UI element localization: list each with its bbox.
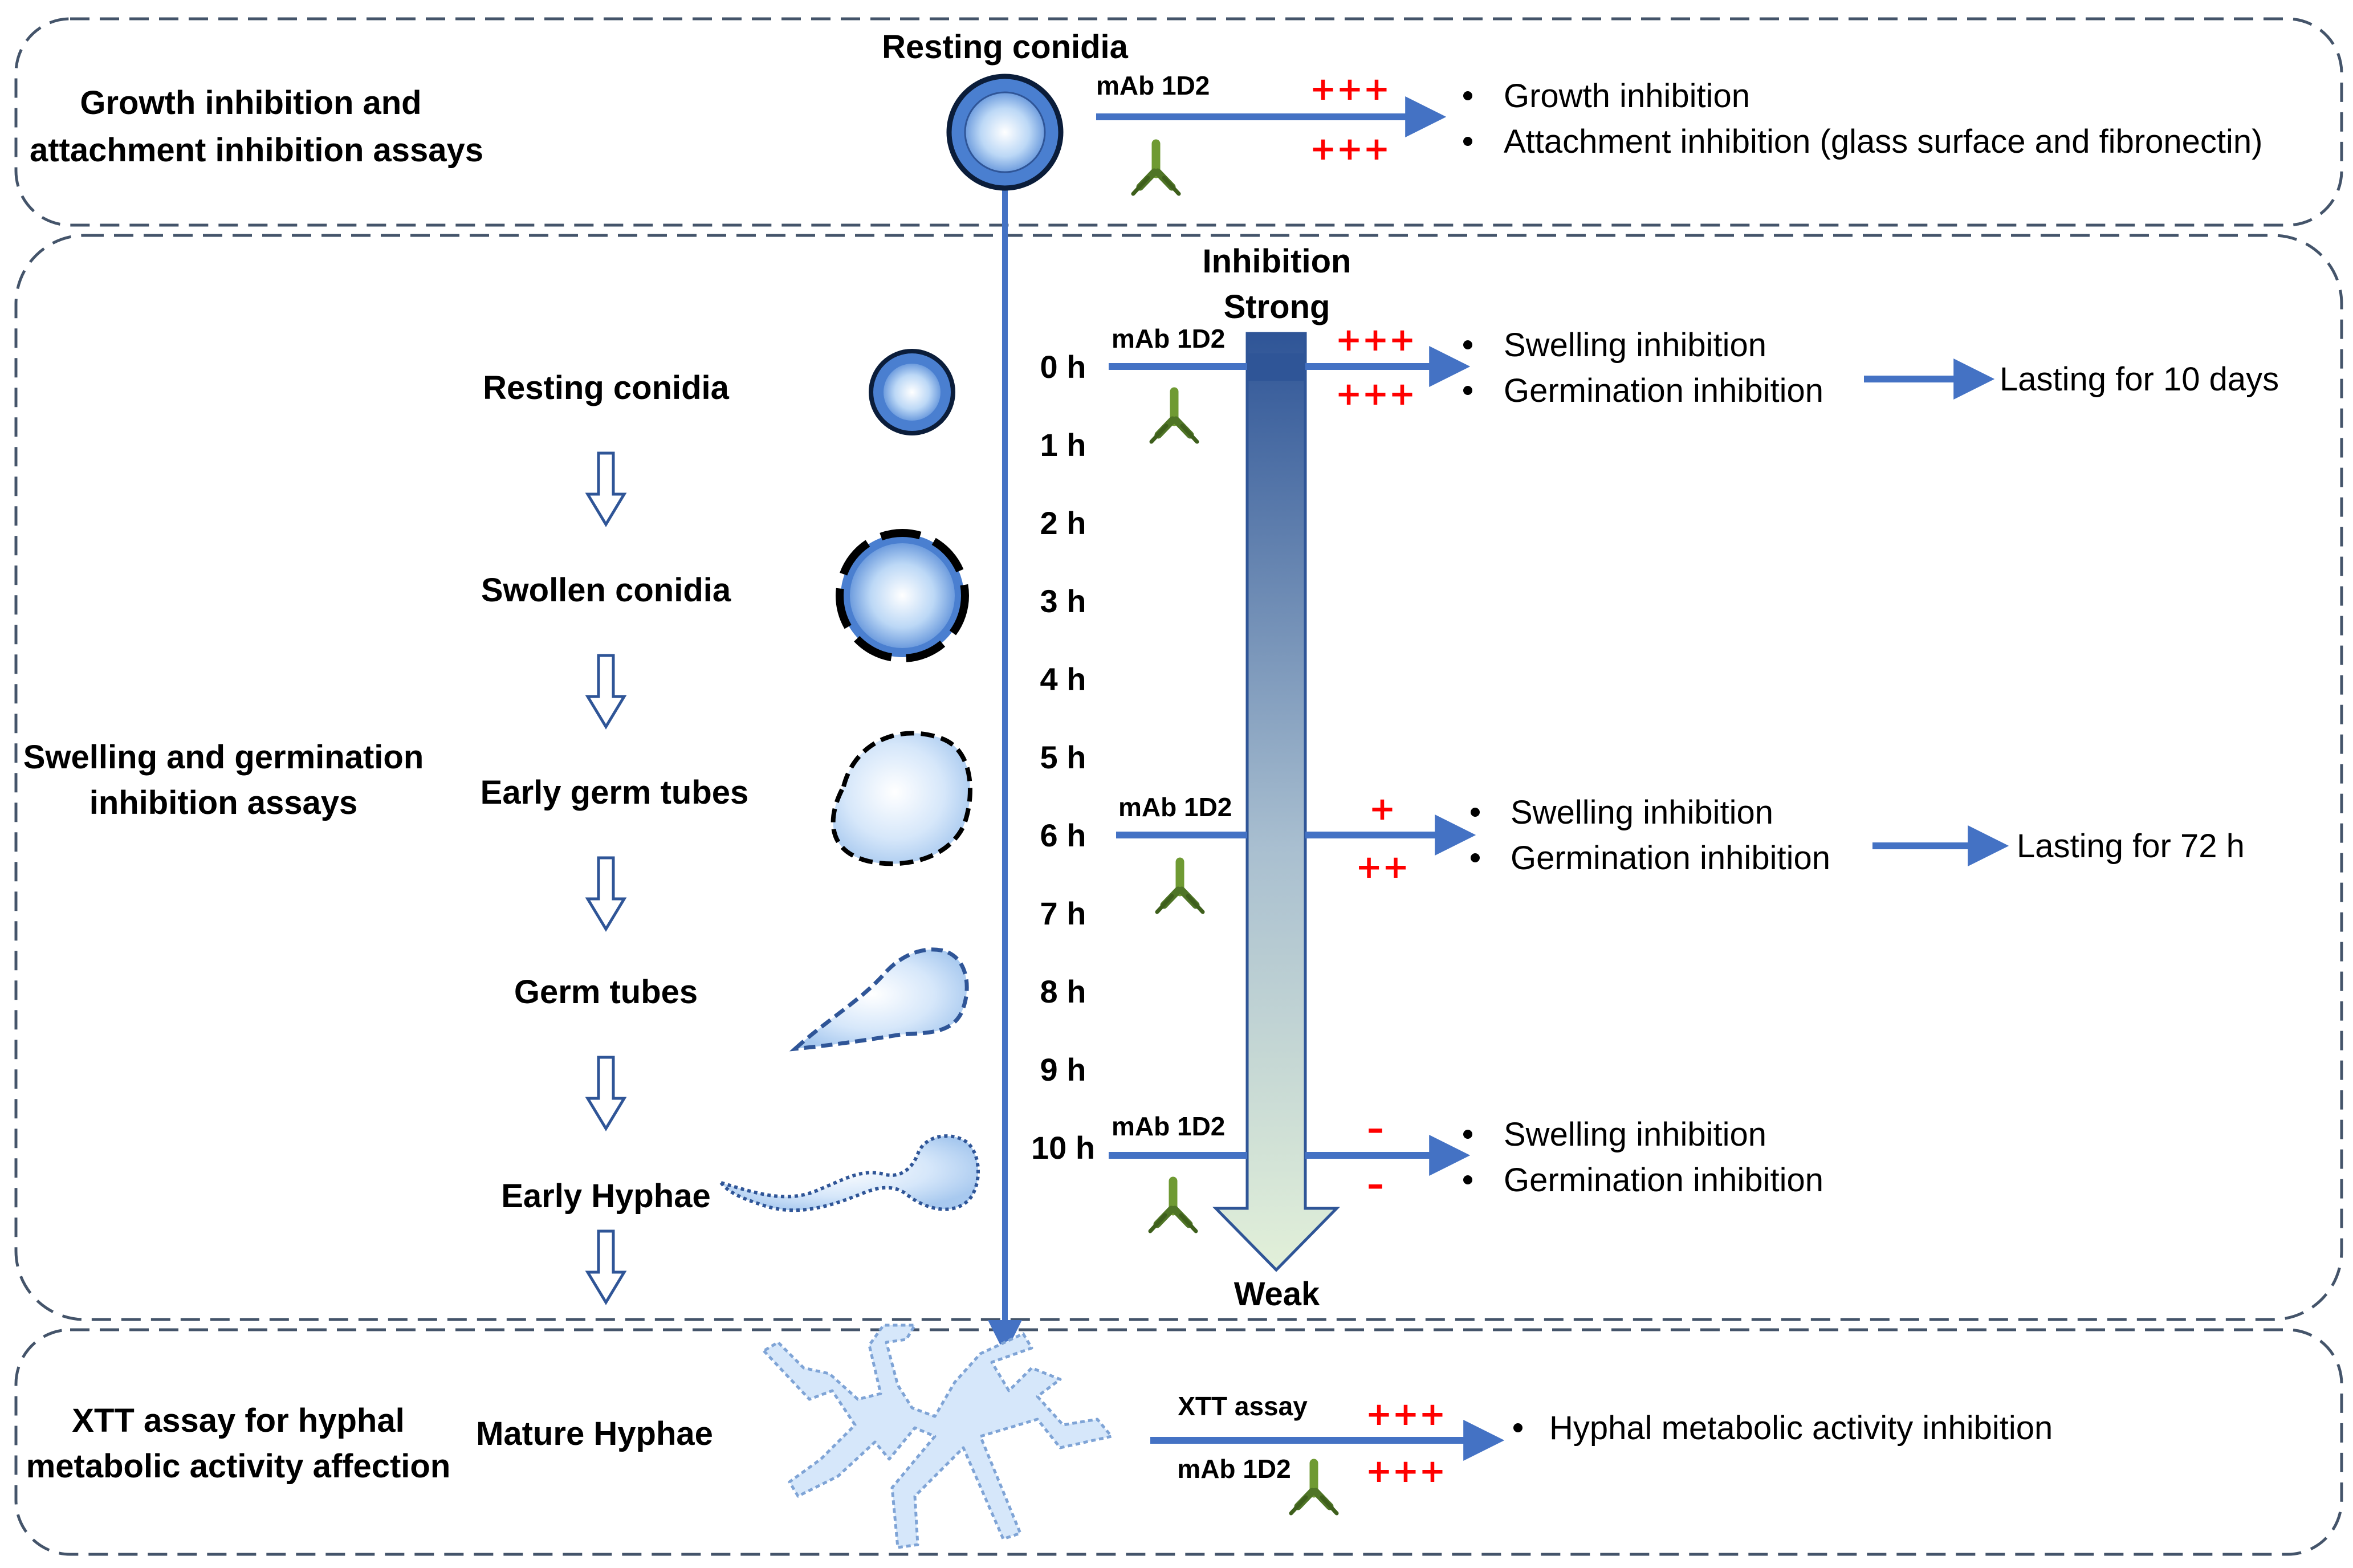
- stage-early-germ-tubes: Early germ tubes: [481, 774, 749, 811]
- bottom-strength-lower: +++: [1366, 1453, 1446, 1490]
- mab-label-10h: mAb 1D2: [1112, 1111, 1225, 1141]
- progression-arrow-2: [588, 655, 624, 727]
- top-strength-lower: +++: [1310, 131, 1390, 168]
- top-result-bullet-2: [1463, 137, 1472, 146]
- middle-panel: [14, 234, 2343, 1321]
- xtt-assay-label: XTT assay: [1178, 1391, 1308, 1421]
- progression-arrow-3: [588, 858, 624, 929]
- mab-label-0h: mAb 1D2: [1112, 324, 1225, 353]
- result-6h-swelling: Swelling inhibition: [1511, 794, 1773, 831]
- top-result-2: Attachment inhibition (glass surface and…: [1504, 123, 2262, 160]
- early-hyphae-icon: [717, 1134, 980, 1212]
- inhibition-gradient-arrow: [1212, 332, 1340, 1272]
- stage-resting-conidia: Resting conidia: [483, 369, 730, 406]
- stage-swollen-conidia: Swollen conidia: [481, 572, 731, 609]
- bottom-panel-label-line2: metabolic activity affection: [26, 1448, 451, 1485]
- time-10h: 10 h: [1031, 1130, 1095, 1166]
- top-result-1: Growth inhibition: [1504, 78, 1750, 115]
- bottom-panel: [14, 1328, 2343, 1556]
- duration-0h: Lasting for 10 days: [2000, 361, 2279, 398]
- resting-conidium-icon: [869, 349, 955, 435]
- strength-lower-0h: +++: [1336, 376, 1416, 413]
- progression-arrow-1: [588, 453, 624, 524]
- strength-upper-0h: +++: [1336, 321, 1416, 359]
- bottom-result-bullet: [1513, 1423, 1522, 1432]
- gradient-strong-label: Strong: [1224, 288, 1330, 325]
- middle-panel-label-line1: Swelling and germination: [23, 739, 424, 776]
- time-1h: 1 h: [1040, 427, 1086, 463]
- stage-early-hyphae: Early Hyphae: [501, 1178, 711, 1215]
- strength-lower-6h: ++: [1355, 849, 1409, 886]
- time-3h: 3 h: [1040, 583, 1086, 619]
- result-0h-germination: Germination inhibition: [1504, 372, 1823, 409]
- mature-hyphae-icon: [762, 1323, 1113, 1549]
- bottom-panel-label-line1: XTT assay for hyphal: [72, 1402, 404, 1439]
- gradient-overlap-0h: [1247, 353, 1305, 381]
- result-bullet-0h-2: [1463, 386, 1472, 395]
- duration-6h: Lasting for 72 h: [2017, 828, 2245, 865]
- bottom-strength-upper: +++: [1366, 1396, 1446, 1433]
- middle-panel-label-line2: inhibition assays: [89, 784, 358, 821]
- antibody-icon-10h: [1150, 1181, 1196, 1231]
- strength-upper-6h: +: [1369, 791, 1396, 828]
- result-bullet-0h-1: [1463, 340, 1472, 349]
- time-2h: 2 h: [1040, 505, 1086, 541]
- time-6h: 6 h: [1040, 817, 1086, 853]
- swollen-conidium-icon: [836, 529, 969, 662]
- top-resting-conidium-icon: [946, 74, 1064, 191]
- mab-label-6h: mAb 1D2: [1118, 792, 1232, 822]
- time-8h: 8 h: [1040, 974, 1086, 1009]
- gradient-title: Inhibition: [1203, 243, 1351, 280]
- time-5h: 5 h: [1040, 739, 1086, 775]
- top-result-bullet-1: [1463, 91, 1472, 100]
- time-9h: 9 h: [1040, 1052, 1086, 1088]
- top-stage-title: Resting conidia: [882, 28, 1129, 66]
- top-mab-label: mAb 1D2: [1096, 71, 1210, 100]
- strength-lower-10h: –: [1367, 1164, 1384, 1204]
- time-7h: 7 h: [1040, 895, 1086, 931]
- stage-germ-tubes: Germ tubes: [514, 974, 698, 1011]
- early-germ-tube-icon: [831, 731, 972, 866]
- result-bullet-6h-1: [1471, 808, 1480, 817]
- result-bullet-10h-1: [1463, 1130, 1472, 1139]
- gradient-weak-label: Weak: [1234, 1276, 1320, 1313]
- result-10h-germination: Germination inhibition: [1504, 1162, 1823, 1199]
- top-antibody-icon: [1133, 144, 1179, 194]
- top-panel: [14, 17, 2343, 227]
- strength-upper-10h: –: [1367, 1109, 1384, 1148]
- progression-arrow-5: [588, 1231, 624, 1302]
- progression-arrow-4: [588, 1057, 624, 1129]
- result-6h-germination: Germination inhibition: [1511, 840, 1830, 877]
- antibody-icon-0h: [1151, 392, 1197, 442]
- result-bullet-10h-2: [1463, 1175, 1472, 1184]
- germ-tube-icon: [789, 947, 969, 1052]
- top-panel-label-line2: attachment inhibition assays: [30, 132, 483, 169]
- bottom-mab-label: mAb 1D2: [1177, 1454, 1291, 1484]
- result-0h-swelling: Swelling inhibition: [1504, 327, 1766, 364]
- bottom-stage-title: Mature Hyphae: [476, 1415, 713, 1452]
- bottom-result-1: Hyphal metabolic activity inhibition: [1549, 1410, 2053, 1447]
- bottom-antibody-icon: [1291, 1463, 1337, 1513]
- time-4h: 4 h: [1040, 661, 1086, 697]
- antibody-icon-6h: [1157, 862, 1203, 912]
- time-0h: 0 h: [1040, 349, 1086, 385]
- result-10h-swelling: Swelling inhibition: [1504, 1116, 1766, 1153]
- top-strength-upper: +++: [1310, 71, 1390, 108]
- top-panel-label-line1: Growth inhibition and: [80, 84, 421, 121]
- result-bullet-6h-2: [1471, 853, 1480, 862]
